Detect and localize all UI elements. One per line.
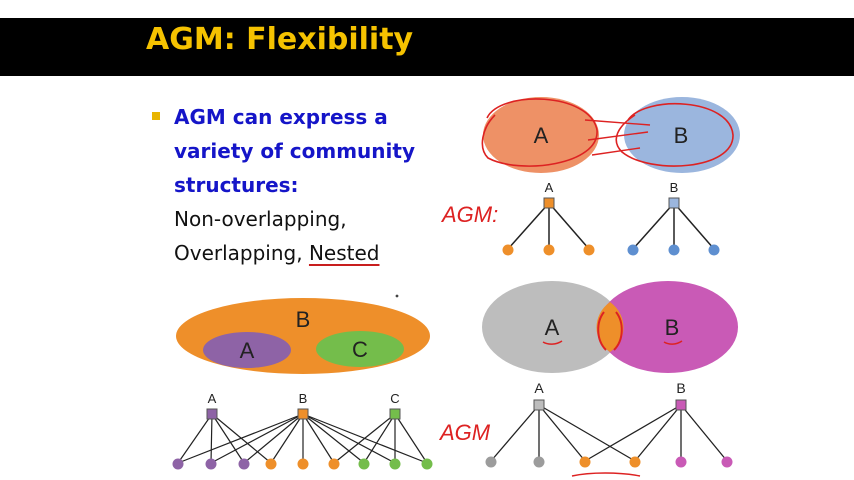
- nested-node-9: [421, 458, 433, 470]
- community-b-magenta: [598, 281, 738, 373]
- nested-b-label: B: [296, 307, 311, 332]
- nested-node-3: [238, 458, 250, 470]
- overlap-node-a-square: [533, 399, 545, 411]
- slide-title: AGM: Flexibility: [146, 22, 414, 57]
- community-a-label: A: [534, 123, 549, 148]
- nested-a-label: A: [240, 338, 255, 363]
- nested-node-b-label: B: [299, 391, 308, 406]
- node-b-2: [668, 244, 680, 256]
- community-b-ellipse: [624, 97, 740, 173]
- overlap-node-2: [533, 456, 545, 468]
- nested-text: Nested: [308, 241, 380, 265]
- community-a-inner: [203, 332, 291, 368]
- ink-dot: [395, 294, 399, 298]
- nested-node-7: [358, 458, 370, 470]
- nested-node-a-label: A: [208, 391, 217, 406]
- node-a-label: A: [545, 180, 554, 195]
- bullet-text: AGM can express a variety of community s…: [174, 100, 454, 270]
- nested-node-c-square: [389, 408, 401, 420]
- bullet-line-3: structures:: [174, 173, 299, 197]
- node-b-square: [668, 197, 680, 209]
- ink-underline-b: [663, 340, 683, 345]
- ink-underline-a: [542, 340, 563, 345]
- nested-node-b-square: [297, 408, 309, 420]
- overlap-b-label: B: [665, 315, 680, 340]
- ink-underline-nodes: [571, 472, 641, 477]
- overlap-node-5: [675, 456, 687, 468]
- nested-node-c-label: C: [390, 391, 399, 406]
- agm-annotation-bottom: AGM: [438, 420, 491, 445]
- bullet-line-4: Non-overlapping,: [174, 207, 347, 231]
- graph-a: [507, 202, 590, 250]
- title-bar: [0, 18, 854, 76]
- overlap-node-a-label: A: [534, 380, 544, 396]
- overlap-node-3: [579, 456, 591, 468]
- node-a-2: [543, 244, 555, 256]
- graph-b: [632, 202, 715, 250]
- nested-node-4: [265, 458, 277, 470]
- nested-node-1: [172, 458, 184, 470]
- nested-node-a-square: [206, 408, 218, 420]
- overlap-node-6: [721, 456, 733, 468]
- node-b-3: [708, 244, 720, 256]
- community-c-inner: [316, 331, 404, 367]
- node-b-1: [627, 244, 639, 256]
- ink-circle-a: [481, 98, 598, 167]
- node-a-square: [543, 197, 555, 209]
- non-overlapping-diagram: A B A B AGM:: [440, 97, 740, 256]
- nested-node-2: [205, 458, 217, 470]
- node-b-label: B: [670, 180, 679, 195]
- overlap-node-4: [629, 456, 641, 468]
- nested-node-6: [328, 458, 340, 470]
- overlap-graph-edges: [490, 404, 728, 462]
- bullet-line-5: Overlapping, Nested: [174, 236, 454, 270]
- agm-annotation-top: AGM:: [440, 202, 498, 227]
- nested-node-8: [389, 458, 401, 470]
- ink-paren-right: [613, 311, 623, 351]
- community-a-ellipse: [483, 97, 599, 173]
- nested-diagram: B A C A B: [172, 294, 433, 470]
- community-a-gray: [482, 281, 622, 373]
- overlap-node-b-square: [675, 399, 687, 411]
- bullet-line-2: variety of community: [174, 139, 415, 163]
- bullet-line-1: AGM can express a: [174, 105, 388, 129]
- overlap-a-label: A: [545, 315, 560, 340]
- overlapping-text: Overlapping,: [174, 241, 309, 265]
- overlap-node-b-label: B: [676, 380, 685, 396]
- overlapping-diagram: A B A B AGM: [438, 281, 738, 477]
- nested-graph-edges: [177, 413, 428, 464]
- nested-c-label: C: [352, 337, 368, 362]
- ink-circle-b: [615, 103, 734, 167]
- node-a-3: [583, 244, 595, 256]
- ink-strokes: [584, 119, 651, 156]
- overlap-node-1: [485, 456, 497, 468]
- nested-node-5: [297, 458, 309, 470]
- community-b-label: B: [674, 123, 689, 148]
- bullet-icon: [152, 112, 160, 120]
- ink-paren-left: [597, 311, 607, 351]
- node-a-1: [502, 244, 514, 256]
